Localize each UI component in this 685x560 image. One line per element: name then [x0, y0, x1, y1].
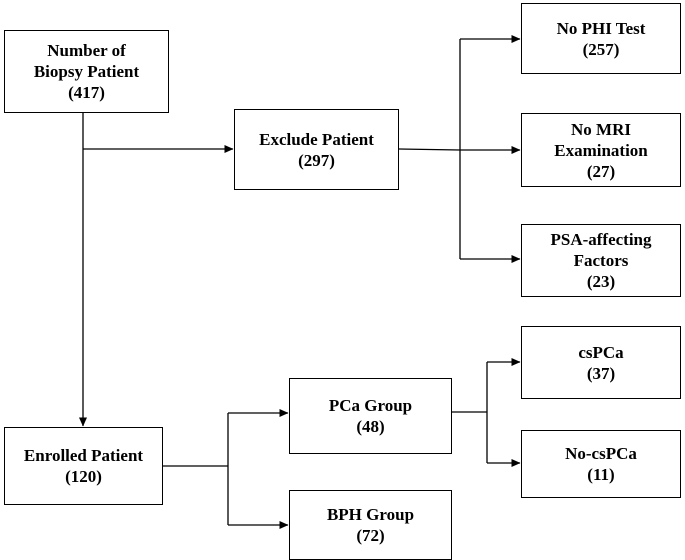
no-mri-examination-box: No MRI Examination (27) — [521, 113, 681, 187]
pca-group-box: PCa Group (48) — [289, 378, 452, 454]
no-cspca-label: No-csPCa — [565, 444, 637, 463]
biopsy-count: (417) — [68, 83, 105, 102]
bph-label: BPH Group — [326, 505, 415, 524]
no-mri-label-line1: No MRI — [571, 119, 631, 139]
enrolled-count: (120) — [65, 467, 102, 486]
bph-group-box: BPH Group (72) — [289, 490, 452, 560]
cspca-label: csPCa — [578, 342, 624, 362]
exclude-label: Exclude Patient — [259, 129, 374, 149]
pca-count: (48) — [356, 417, 385, 436]
biopsy-patient-box: Number of Biopsy Patient (417) — [4, 30, 169, 113]
pca-label: PCa Group — [328, 396, 413, 415]
psa-count: (23) — [586, 272, 616, 291]
no-mri-count: (27) — [586, 161, 616, 181]
psa-label-line2: Factors — [573, 251, 629, 270]
exclude-patient-box: Exclude Patient (297) — [234, 109, 399, 190]
biopsy-label-line2: Biopsy Patient — [33, 62, 140, 81]
cspca-box: csPCa (37) — [521, 326, 681, 399]
bph-count: (72) — [356, 526, 385, 545]
psa-affecting-factors-box: PSA-affecting Factors (23) — [521, 224, 681, 297]
no-phi-label: No PHI Test — [556, 18, 646, 38]
connector-exclude-out — [398, 148, 461, 151]
enrolled-label: Enrolled Patient — [23, 446, 144, 465]
exclude-count: (297) — [298, 150, 335, 170]
psa-label-line1: PSA-affecting — [550, 230, 652, 249]
no-cspca-count: (11) — [587, 465, 615, 484]
cspca-count: (37) — [586, 363, 616, 383]
biopsy-label-line1: Number of — [47, 41, 126, 60]
no-phi-test-box: No PHI Test (257) — [521, 3, 681, 74]
no-mri-label-line2: Examination — [554, 140, 648, 160]
no-cspca-box: No-csPCa (11) — [521, 430, 681, 498]
no-phi-count: (257) — [582, 39, 620, 59]
enrolled-patient-box: Enrolled Patient (120) — [4, 427, 163, 505]
